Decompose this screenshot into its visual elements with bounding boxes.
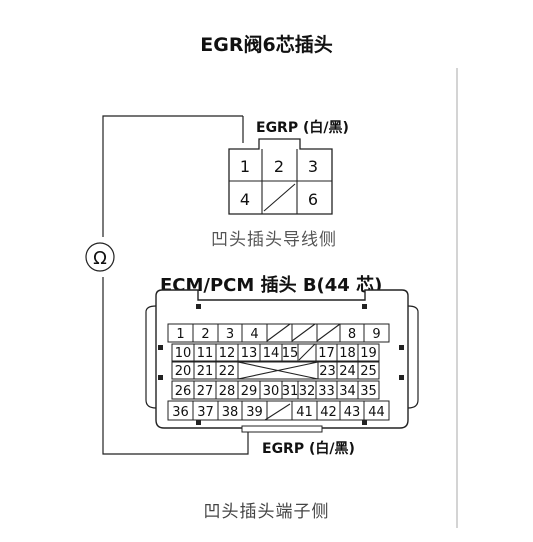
ecm-pin-label: 10 — [175, 346, 192, 361]
ecm-pin-label: 26 — [175, 384, 192, 399]
ecm-pin-label: 15 — [282, 346, 299, 361]
egr-pin: 3 — [308, 157, 318, 176]
ecm-pin-label: 44 — [368, 405, 385, 420]
ecm-pin-label: 27 — [197, 384, 214, 399]
egr-pin: 1 — [240, 157, 250, 176]
ecm-pin-label: 33 — [318, 384, 335, 399]
ecm-pin-label: 37 — [197, 405, 214, 420]
ecm-pin-label: 36 — [172, 405, 189, 420]
ecm-pin-label: 22 — [219, 364, 236, 379]
ecm-pin-cell — [363, 400, 390, 421]
ecm-pin-label: 8 — [348, 327, 356, 342]
ecm-pin-label: 23 — [319, 364, 336, 379]
egr-pin: 6 — [308, 190, 318, 209]
ohm-symbol: Ω — [93, 248, 107, 269]
ecm-pin-label: 24 — [339, 364, 356, 379]
ecm-pin-label: 3 — [226, 327, 234, 342]
ecm-pin-label: 4 — [250, 327, 258, 342]
ecm-pin-label: 14 — [263, 346, 280, 361]
egr-connector: 1 2 3 4 6 — [228, 138, 333, 215]
ecm-pin-label: 21 — [197, 364, 214, 379]
ecm-pin-label: 34 — [339, 384, 356, 399]
ecm-pin-cell — [357, 380, 380, 400]
ecm-pin-label: 35 — [360, 384, 377, 399]
ecm-pin-label: 32 — [299, 384, 316, 399]
ecm-pin-label: 43 — [344, 405, 361, 420]
ecm-pin-label: 42 — [320, 405, 337, 420]
egr-wire-label: EGRP (白/黑) — [256, 120, 349, 136]
ecm-pin-label: 19 — [360, 346, 377, 361]
ecm-pin-label: 25 — [360, 364, 377, 379]
ohmmeter-icon: Ω — [85, 242, 115, 272]
ecm-pin-label: 12 — [219, 346, 236, 361]
diagram-title: EGR阀6芯插头 — [200, 34, 333, 56]
ecm-connector-title: ECM/PCM 插头 B(44 芯) — [160, 275, 383, 296]
ecm-pin-cell — [357, 343, 380, 362]
ecm-unused-block — [237, 361, 319, 380]
ecm-pin-label: 41 — [296, 405, 313, 420]
wire-upper — [102, 115, 243, 237]
ecm-pin-label: 18 — [339, 346, 356, 361]
ecm-pin-label: 28 — [219, 384, 236, 399]
ecm-pin-label: 38 — [222, 405, 239, 420]
ecm-pin-cell — [363, 323, 390, 343]
egr-pin: 4 — [240, 190, 250, 209]
ecm-pin-cell — [357, 361, 380, 380]
ecm-pin-label: 39 — [246, 405, 263, 420]
ecm-pin-label: 2 — [201, 327, 209, 342]
unused-pin-slash — [263, 183, 296, 212]
ecm-wire-label: EGRP (白/黑) — [262, 441, 355, 457]
wire-lower — [102, 277, 249, 455]
egr-connector-caption: 凹头插头导线侧 — [211, 230, 337, 250]
ecm-pin-label: 1 — [176, 327, 184, 342]
egr-pin: 2 — [274, 157, 284, 176]
ecm-pin-label: 20 — [175, 364, 192, 379]
ecm-pin-label: 30 — [263, 384, 280, 399]
ecm-pin-label: 29 — [241, 384, 258, 399]
ecm-pin-label: 9 — [372, 327, 380, 342]
ecm-pin-label: 13 — [241, 346, 258, 361]
ecm-pin-label: 11 — [197, 346, 214, 361]
ecm-connector-caption: 凹头插头端子侧 — [203, 502, 330, 522]
ecm-pin-label: 17 — [318, 346, 335, 361]
ecm-pin-label: 31 — [282, 384, 299, 399]
unused-block-slash — [237, 361, 319, 380]
